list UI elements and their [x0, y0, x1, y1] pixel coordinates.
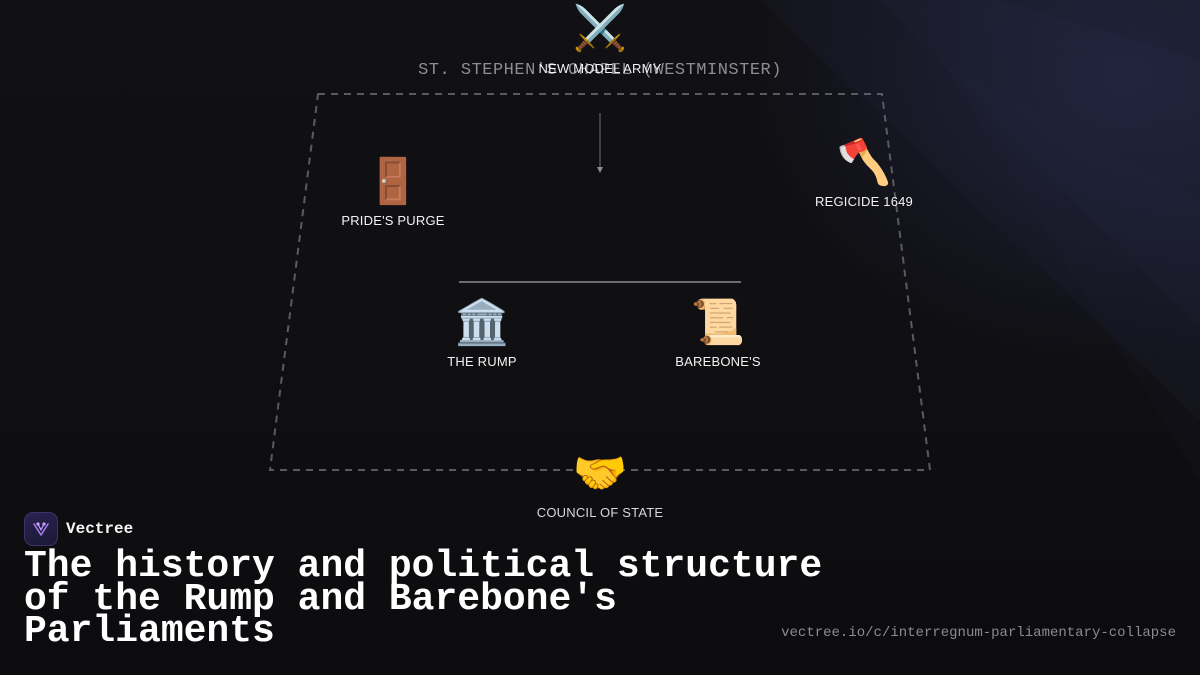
handshake-icon: 🤝 [572, 448, 628, 499]
army-connector-arrow [597, 167, 603, 173]
brand-name: Vectree [66, 520, 134, 538]
node-label: BAREBONE'S [675, 354, 761, 369]
node-the-rump: 🏛️ THE RUMP [447, 297, 517, 370]
node-label: NEW MODEL ARMY [538, 61, 662, 76]
axe-icon: 🪓 [836, 137, 892, 188]
node-label: REGICIDE 1649 [815, 194, 913, 209]
scroll-icon: 📜 [690, 297, 746, 348]
node-label: PRIDE'S PURGE [341, 213, 445, 228]
chamber-label: ST. STEPHEN'S CHAPEL (WESTMINSTER) [418, 61, 782, 80]
brand: Vectree [24, 512, 133, 546]
classical-building-icon: 🏛️ [454, 297, 510, 348]
title-line: of the Rump and Barebone's [24, 577, 617, 621]
source-url: vectree.io/c/interregnum-parliamentary-c… [781, 625, 1176, 641]
vectree-logo-icon [24, 512, 58, 546]
node-barebones: 📜 BAREBONE'S [675, 297, 761, 370]
node-regicide: 🪓 REGICIDE 1649 [815, 137, 913, 210]
door-icon: 🚪 [365, 156, 421, 207]
node-council-of-state: 🤝 COUNCIL OF STATE [536, 448, 664, 521]
crossed-swords-icon: ⚔️ [572, 3, 628, 54]
page-title: The history and political structure of t… [24, 545, 824, 653]
chamber-boundary [268, 93, 932, 471]
node-new-model-army: ⚔️ NEW MODEL ARMY [538, 3, 662, 77]
node-prides-purge: 🚪 PRIDE'S PURGE [341, 156, 445, 229]
node-label: THE RUMP [447, 354, 517, 369]
node-label: COUNCIL OF STATE [536, 505, 664, 520]
title-line: The history and political structure [24, 545, 823, 588]
title-line: Parliaments [24, 610, 275, 653]
